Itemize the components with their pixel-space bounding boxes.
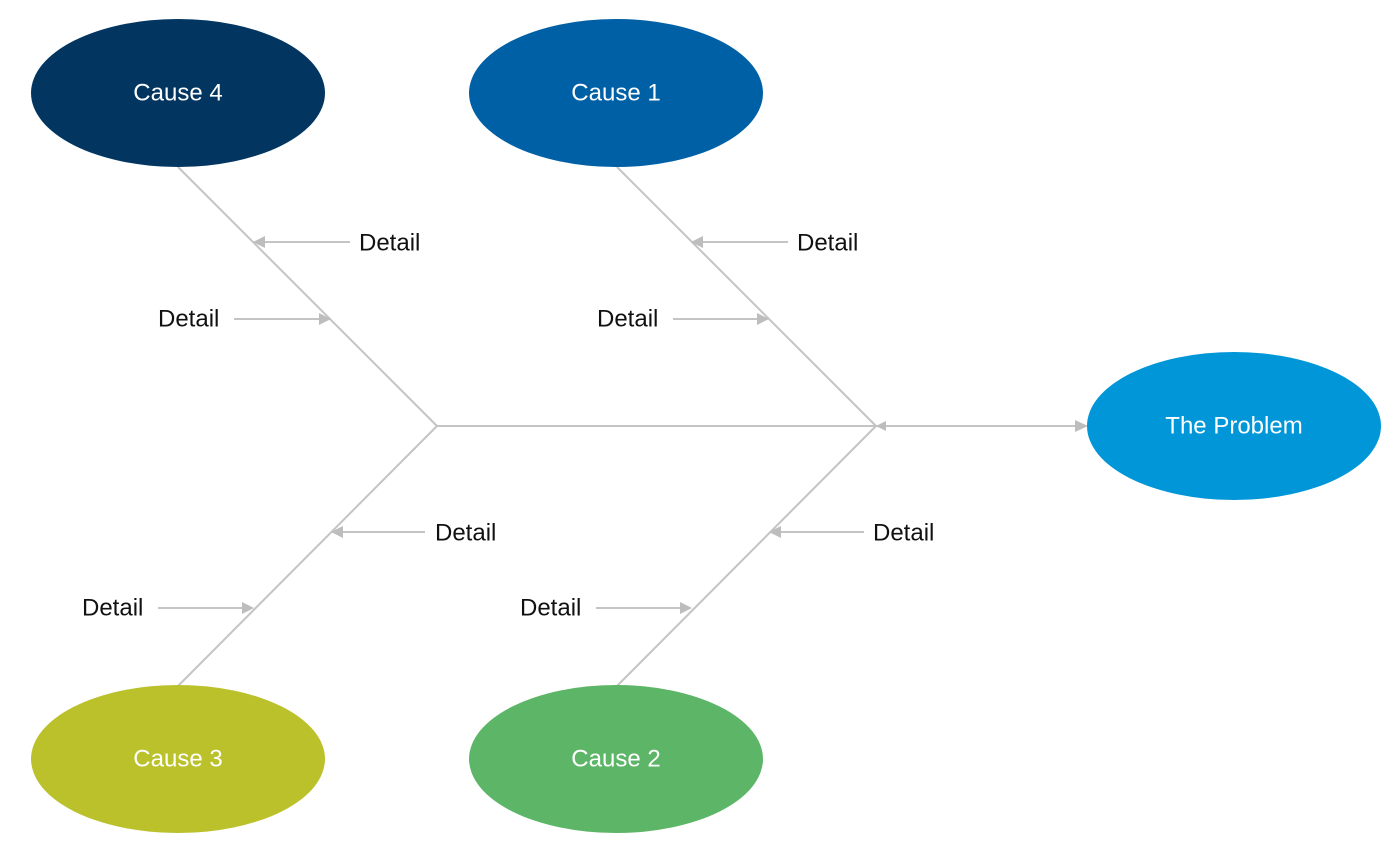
spine-arrowhead-problem [1075, 420, 1088, 432]
arrowhead-cause3-inner [331, 526, 343, 538]
cause-ellipse-3 [31, 685, 325, 833]
arrowhead-cause2-outer [680, 602, 692, 614]
cause-node-1: Cause 1 [469, 19, 763, 167]
bone-cause4 [177, 166, 438, 427]
bone-cause3 [177, 425, 438, 687]
arrowhead-cause4-outer [253, 236, 265, 248]
bone-cause2 [616, 425, 877, 687]
problem-ellipse [1087, 352, 1381, 500]
cause-ellipse-2 [469, 685, 763, 833]
cause-label-4: Cause 4 [133, 80, 222, 107]
detail-label-cause3-outer: Detail [82, 595, 143, 622]
cause-ellipse-4 [31, 19, 325, 167]
arrowhead-cause1-outer [691, 236, 703, 248]
problem-node: The Problem [1087, 352, 1381, 500]
detail-label-cause2-outer: Detail [520, 595, 581, 622]
spine-arrowhead-junction [876, 421, 886, 431]
arrowhead-cause4-inner [319, 313, 331, 325]
cause-node-3: Cause 3 [31, 685, 325, 833]
cause-node-2: Cause 2 [469, 685, 763, 833]
detail-label-cause2-inner: Detail [873, 520, 934, 547]
cause-label-1: Cause 1 [571, 80, 660, 107]
detail-label-cause1-inner: Detail [597, 306, 658, 333]
cause-node-4: Cause 4 [31, 19, 325, 167]
arrowhead-cause1-inner [757, 313, 769, 325]
detail-label-cause1-outer: Detail [797, 230, 858, 257]
arrowhead-cause2-inner [769, 526, 781, 538]
problem-label: The Problem [1165, 413, 1302, 440]
arrowhead-cause3-outer [242, 602, 254, 614]
cause-label-2: Cause 2 [571, 746, 660, 773]
detail-label-cause3-inner: Detail [435, 520, 496, 547]
cause-ellipse-1 [469, 19, 763, 167]
cause-label-3: Cause 3 [133, 746, 222, 773]
bone-cause1 [616, 166, 877, 427]
detail-label-cause4-inner: Detail [158, 306, 219, 333]
detail-label-cause4-outer: Detail [359, 230, 420, 257]
